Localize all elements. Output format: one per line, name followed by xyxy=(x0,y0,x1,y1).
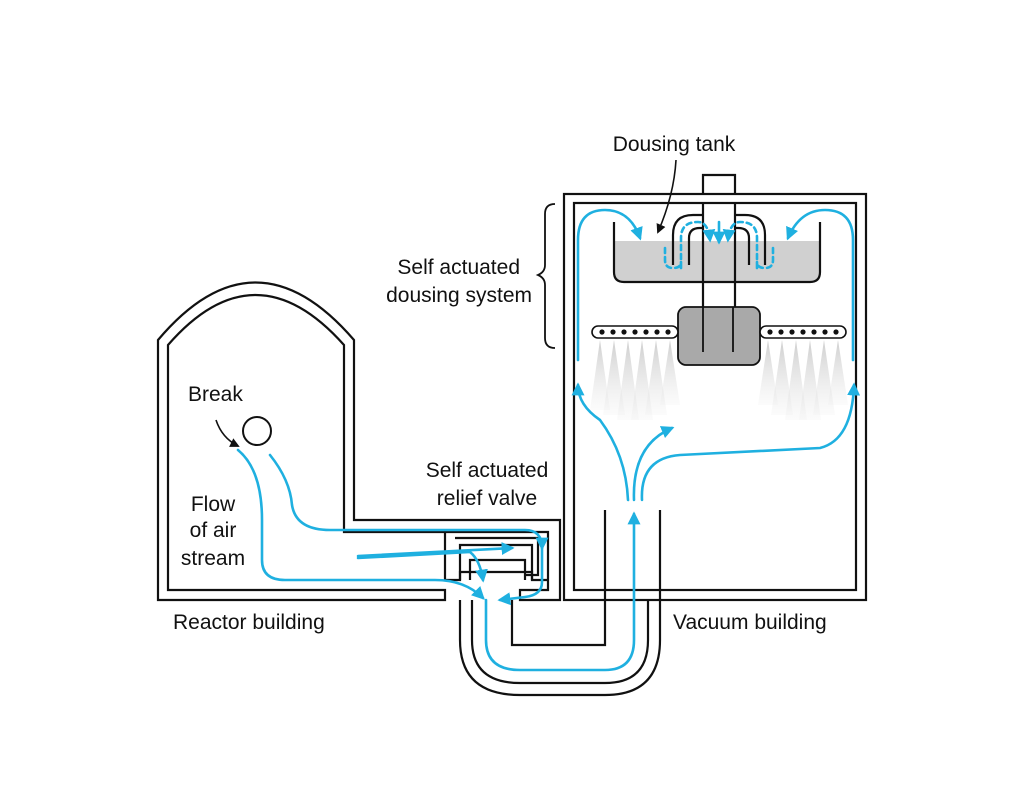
spray-header-right xyxy=(759,325,847,339)
flow-arrow xyxy=(497,546,544,606)
label-break: Break xyxy=(188,383,243,406)
spray-header-left xyxy=(591,325,679,339)
label-flow-line2: of air xyxy=(189,519,237,542)
break-leader-arrow xyxy=(215,419,240,447)
flow-arrow xyxy=(679,220,716,270)
connecting-duct xyxy=(458,510,662,697)
flow-arrow xyxy=(640,382,861,502)
flow-arrow xyxy=(236,448,485,600)
label-flow-line3: stream xyxy=(180,547,246,570)
air-flow-arrows xyxy=(236,208,861,672)
label-flow-line1: Flow xyxy=(190,493,236,516)
flow-arrow xyxy=(786,208,855,362)
vacuum-building xyxy=(562,173,868,602)
dousing-chamber xyxy=(677,306,761,366)
flow-arrow xyxy=(632,426,675,502)
dousing-tank xyxy=(612,203,822,310)
flow-arrow xyxy=(356,542,515,558)
dousing-system-bracket xyxy=(535,203,556,349)
label-dousing-system-line1: Self actuated xyxy=(397,256,520,279)
flow-arrow xyxy=(571,382,630,502)
flow-arrow xyxy=(268,453,549,551)
label-relief-valve-line2: relief valve xyxy=(436,487,538,510)
reactor-building xyxy=(156,281,562,602)
flow-arrow xyxy=(722,220,759,270)
relief-valve xyxy=(443,532,548,582)
flow-arrow xyxy=(663,246,683,270)
tank-leader-arrow xyxy=(656,159,677,234)
label-relief-valve-line1: Self actuated xyxy=(425,459,549,482)
break-hole xyxy=(242,416,272,446)
flow-arrow xyxy=(484,511,641,672)
flow-arrow xyxy=(755,246,775,270)
label-reactor-building: Reactor building xyxy=(173,611,325,634)
flow-arrow xyxy=(356,550,488,583)
label-vacuum-building: Vacuum building xyxy=(673,611,827,634)
water-spray-right xyxy=(758,340,848,420)
label-dousing-tank: Dousing tank xyxy=(612,133,736,156)
label-dousing-system-line2: dousing system xyxy=(386,284,532,307)
water-spray-left xyxy=(590,340,680,420)
flow-arrow xyxy=(576,208,643,362)
